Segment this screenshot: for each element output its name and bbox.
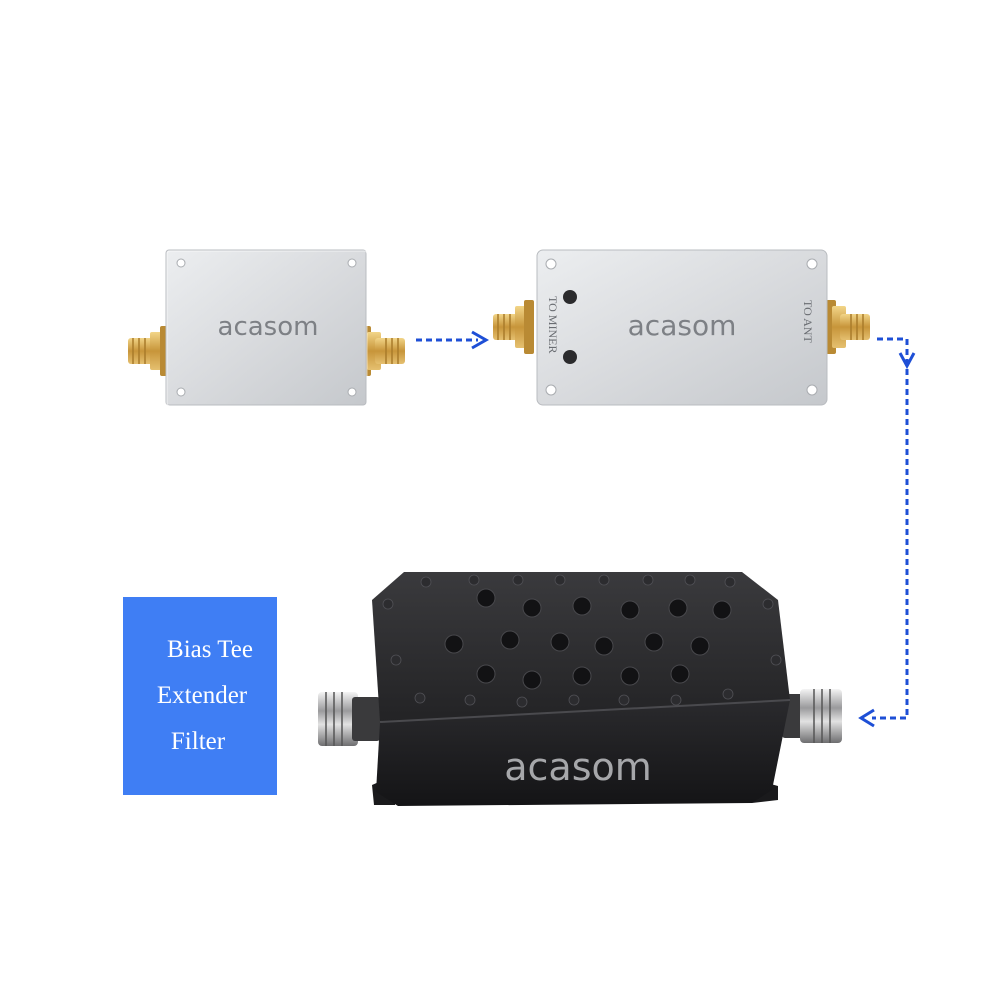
mounting-hole-icon bbox=[806, 258, 818, 270]
arrow-head-icon bbox=[858, 708, 875, 728]
mounting-hole-icon bbox=[176, 258, 186, 268]
extender-device: TO MINER TO ANT acasom bbox=[493, 249, 870, 406]
mounting-hole-icon bbox=[347, 387, 357, 397]
filter-left-connector-icon bbox=[318, 692, 380, 746]
legend-box: Bias Tee Extender Filter bbox=[123, 597, 277, 795]
filter-right-connector-icon bbox=[782, 689, 842, 743]
bias-tee-left-connector-icon bbox=[128, 326, 168, 376]
bias-tee-brand-label: acasom bbox=[218, 312, 319, 342]
mounting-hole-icon bbox=[347, 258, 357, 268]
legend-item-bias-tee: Bias Tee bbox=[167, 636, 253, 663]
mounting-hole-icon bbox=[806, 384, 818, 396]
mounting-hole-icon bbox=[545, 384, 557, 396]
mounting-hole-icon bbox=[176, 387, 186, 397]
filter-device: acasom bbox=[318, 572, 842, 806]
legend-item-filter: Filter bbox=[170, 728, 226, 755]
arrow-head-icon bbox=[898, 352, 916, 370]
indicator-led-icon bbox=[563, 350, 577, 364]
extender-right-connector-icon bbox=[826, 300, 870, 354]
cover-bolts bbox=[382, 574, 782, 708]
arrow-head-icon bbox=[471, 330, 490, 350]
extender-port-in-label: TO MINER bbox=[546, 296, 560, 353]
bias-tee-right-connector-icon bbox=[363, 326, 405, 376]
bias-tee-device: acasom bbox=[128, 249, 405, 407]
indicator-led-icon bbox=[563, 290, 577, 304]
arrow-extender-to-filter bbox=[872, 337, 909, 720]
tuning-screws bbox=[444, 588, 732, 690]
mounting-hole-icon bbox=[545, 258, 557, 270]
filter-brand-label: acasom bbox=[504, 745, 652, 789]
legend-item-extender: Extender bbox=[156, 682, 248, 709]
extender-brand-label: acasom bbox=[628, 309, 737, 342]
extender-left-connector-icon bbox=[493, 300, 534, 354]
extender-port-out-label: TO ANT bbox=[801, 300, 815, 343]
